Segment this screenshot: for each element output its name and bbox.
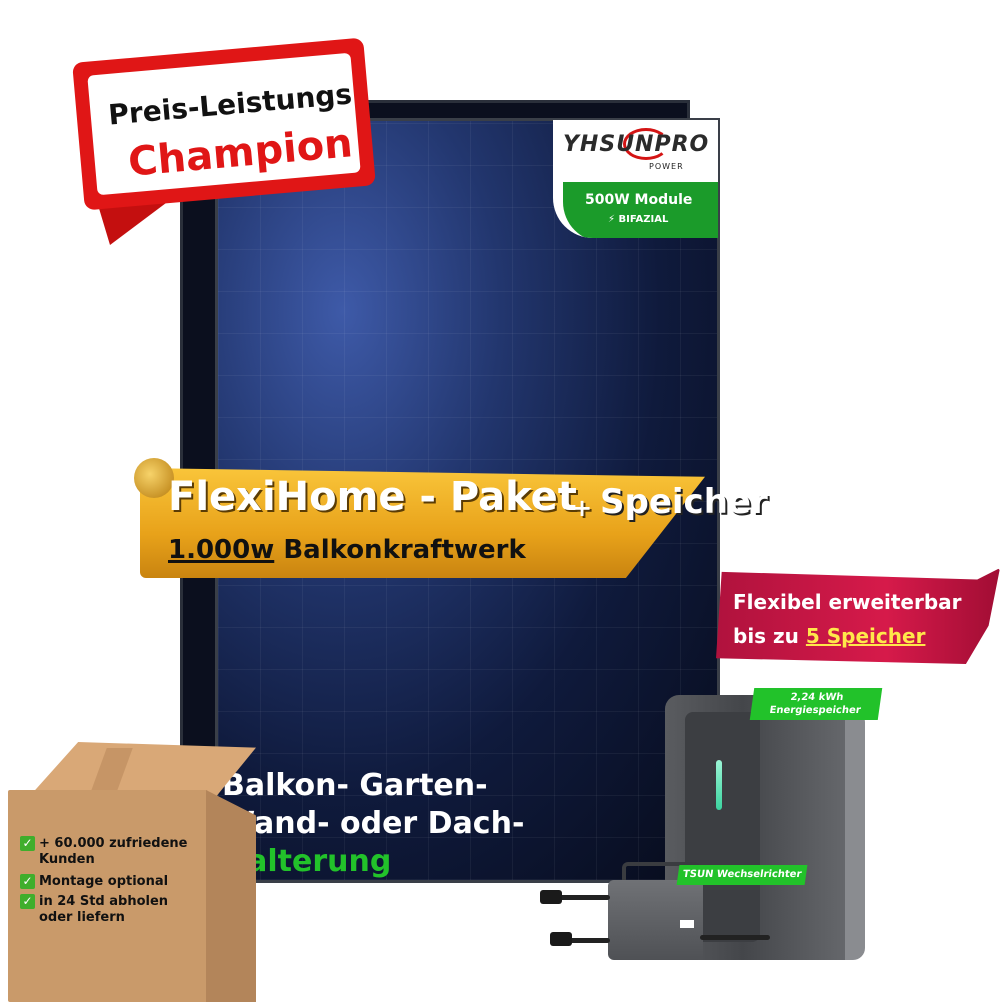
battery-storage-side bbox=[845, 710, 865, 960]
cable bbox=[700, 935, 770, 940]
product-plus: + bbox=[572, 494, 593, 522]
connector-plug-icon bbox=[540, 890, 562, 904]
check-text-cont: oder liefern bbox=[39, 910, 125, 925]
banner-curl bbox=[134, 458, 174, 498]
product-banner bbox=[140, 468, 705, 578]
box-check-1: ✓ + 60.000 zufriedene Kunden bbox=[20, 836, 187, 868]
check-text: + 60.000 zufriedene bbox=[39, 836, 188, 851]
connector-plug-icon bbox=[550, 932, 572, 946]
box-side bbox=[206, 790, 256, 1002]
checkmark-icon: ✓ bbox=[20, 836, 35, 851]
product-subtitle: 1.000w Balkonkraftwerk bbox=[168, 535, 526, 565]
checkmark-icon: ✓ bbox=[20, 874, 35, 889]
brand-badge: YHSUNPRO POWER 500W Module ⚡ BIFAZIAL bbox=[553, 120, 718, 238]
checkmark-icon: ✓ bbox=[20, 894, 35, 909]
mounting-line2: Wand- oder Dach- bbox=[222, 806, 525, 841]
module-badge-line2: ⚡ BIFAZIAL bbox=[608, 214, 669, 225]
product-speicher: Speicher bbox=[600, 482, 768, 522]
cable bbox=[560, 938, 610, 943]
product-type: Balkonkraftwerk bbox=[283, 535, 526, 565]
shipping-box bbox=[8, 790, 208, 1002]
expand-ribbon bbox=[716, 568, 1000, 664]
brand-sub: POWER bbox=[649, 162, 684, 171]
expand-line2-pre: bis zu bbox=[733, 624, 799, 648]
inverter-tag: TSUN Wechselrichter bbox=[676, 865, 808, 885]
check-text: in 24 Std abholen bbox=[39, 894, 169, 909]
expand-line1: Flexibel erweiterbar bbox=[733, 590, 962, 614]
cable bbox=[545, 895, 610, 900]
module-badge-line1: 500W Module bbox=[585, 192, 693, 208]
storage-tag: 2,24 kWh Energiespeicher bbox=[749, 688, 883, 720]
brand-logo: YHSUNPRO bbox=[563, 132, 710, 157]
expand-line2-highlight: 5 Speicher bbox=[805, 624, 926, 648]
module-badge bbox=[563, 182, 718, 238]
mounting-line1: Balkon- Garten- bbox=[222, 768, 488, 803]
box-check-3: ✓ in 24 Std abholen oder liefern bbox=[20, 894, 168, 926]
box-check-2: ✓ Montage optional bbox=[20, 874, 168, 890]
battery-led-icon bbox=[716, 760, 722, 810]
check-text-cont: Kunden bbox=[39, 852, 95, 867]
storage-tag-line1: 2,24 kWh bbox=[789, 692, 845, 703]
check-text: Montage optional bbox=[39, 874, 169, 889]
brand-logo-ring-icon bbox=[623, 128, 669, 160]
inverter-label bbox=[680, 920, 694, 928]
product-power: 1.000w bbox=[168, 535, 275, 565]
storage-tag-line2: Energiespeicher bbox=[768, 705, 862, 716]
expand-line2: bis zu 5 Speicher bbox=[733, 624, 925, 648]
product-title: FlexiHome - Paket bbox=[168, 474, 577, 520]
